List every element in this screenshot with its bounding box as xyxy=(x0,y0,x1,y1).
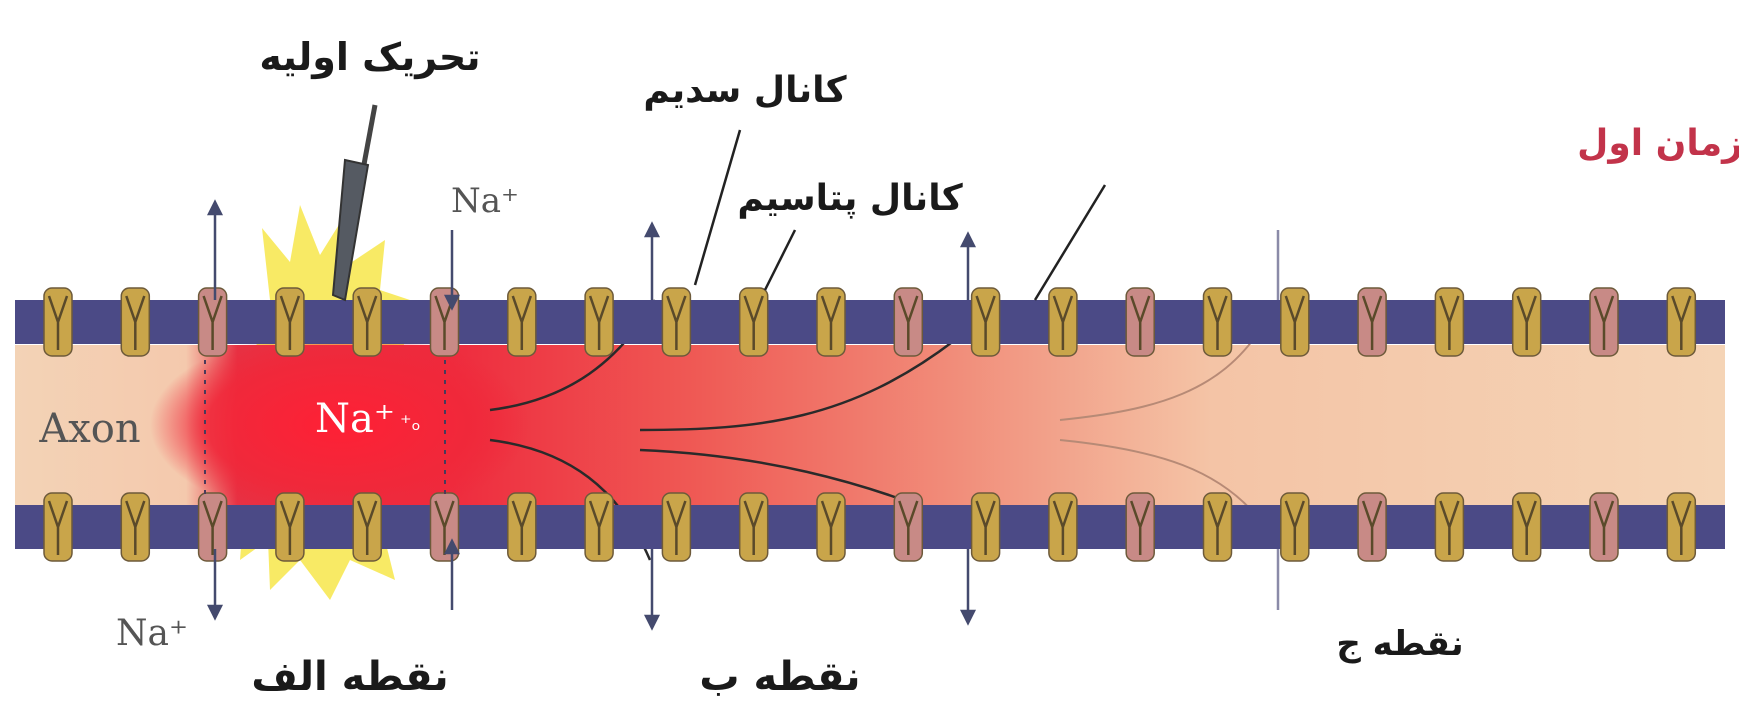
sodium-channel xyxy=(508,493,536,561)
na-bottom-label: Na⁺ xyxy=(116,613,188,654)
sodium-channel xyxy=(353,288,381,356)
sodium-channel xyxy=(662,288,690,356)
membrane-top xyxy=(15,300,1725,344)
sodium-channel xyxy=(1513,493,1541,561)
axon-label: Axon xyxy=(38,406,140,452)
sodium-channel xyxy=(662,493,690,561)
sodium-channel xyxy=(1049,493,1077,561)
sodium-channel xyxy=(585,493,613,561)
potassium-channel xyxy=(1126,493,1154,561)
potassium-channel xyxy=(1358,288,1386,356)
sodium-channel xyxy=(585,288,613,356)
sodium-channel xyxy=(740,288,768,356)
sodium-channel xyxy=(508,288,536,356)
first-time-label: زمان اول xyxy=(1577,123,1739,164)
potassium-channel-label: کانال پتاسیم xyxy=(737,178,962,219)
sodium-channel xyxy=(121,493,149,561)
sodium-channel-label: کانال سدیم xyxy=(643,70,846,111)
potassium-channel xyxy=(199,288,227,356)
sodium-channel xyxy=(353,493,381,561)
sodium-channel xyxy=(972,288,1000,356)
sodium-channel xyxy=(972,493,1000,561)
sodium-channel xyxy=(1667,288,1695,356)
sodium-channel xyxy=(1049,288,1077,356)
point-c-label: نقطه ج xyxy=(1336,624,1463,664)
potassium-channel xyxy=(894,288,922,356)
potassium-channel xyxy=(1590,288,1618,356)
sodium-channel xyxy=(817,288,845,356)
sodium-channel xyxy=(1513,288,1541,356)
sodium-channel xyxy=(740,493,768,561)
sodium-channel xyxy=(1204,493,1232,561)
potassium-channel xyxy=(1126,288,1154,356)
na-inside-label: Na⁺ xyxy=(315,396,395,442)
sodium-channel xyxy=(276,288,304,356)
ion-symbols: ⁺ₒ xyxy=(400,411,421,436)
sodium-channel xyxy=(1281,288,1309,356)
sodium-channel xyxy=(44,288,72,356)
sodium-channel xyxy=(1281,493,1309,561)
point-a-label: نقطه الف xyxy=(251,654,448,700)
potassium-channel xyxy=(1590,493,1618,561)
sodium-channel xyxy=(1435,288,1463,356)
na-top-label: Na⁺ xyxy=(451,181,519,221)
sodium-channel xyxy=(1204,288,1232,356)
sodium-channel xyxy=(817,493,845,561)
potassium-channel xyxy=(199,493,227,561)
sodium-channel xyxy=(121,288,149,356)
potassium-channel xyxy=(894,493,922,561)
membrane-bottom xyxy=(15,505,1725,549)
point-b-label: نقطه ب xyxy=(699,654,860,700)
potassium-channel xyxy=(1358,493,1386,561)
sodium-channel xyxy=(1435,493,1463,561)
sodium-channel xyxy=(44,493,72,561)
initial-stimulus-label: تحریک اولیه xyxy=(259,35,480,80)
sodium-channel xyxy=(276,493,304,561)
sodium-channel xyxy=(1667,493,1695,561)
